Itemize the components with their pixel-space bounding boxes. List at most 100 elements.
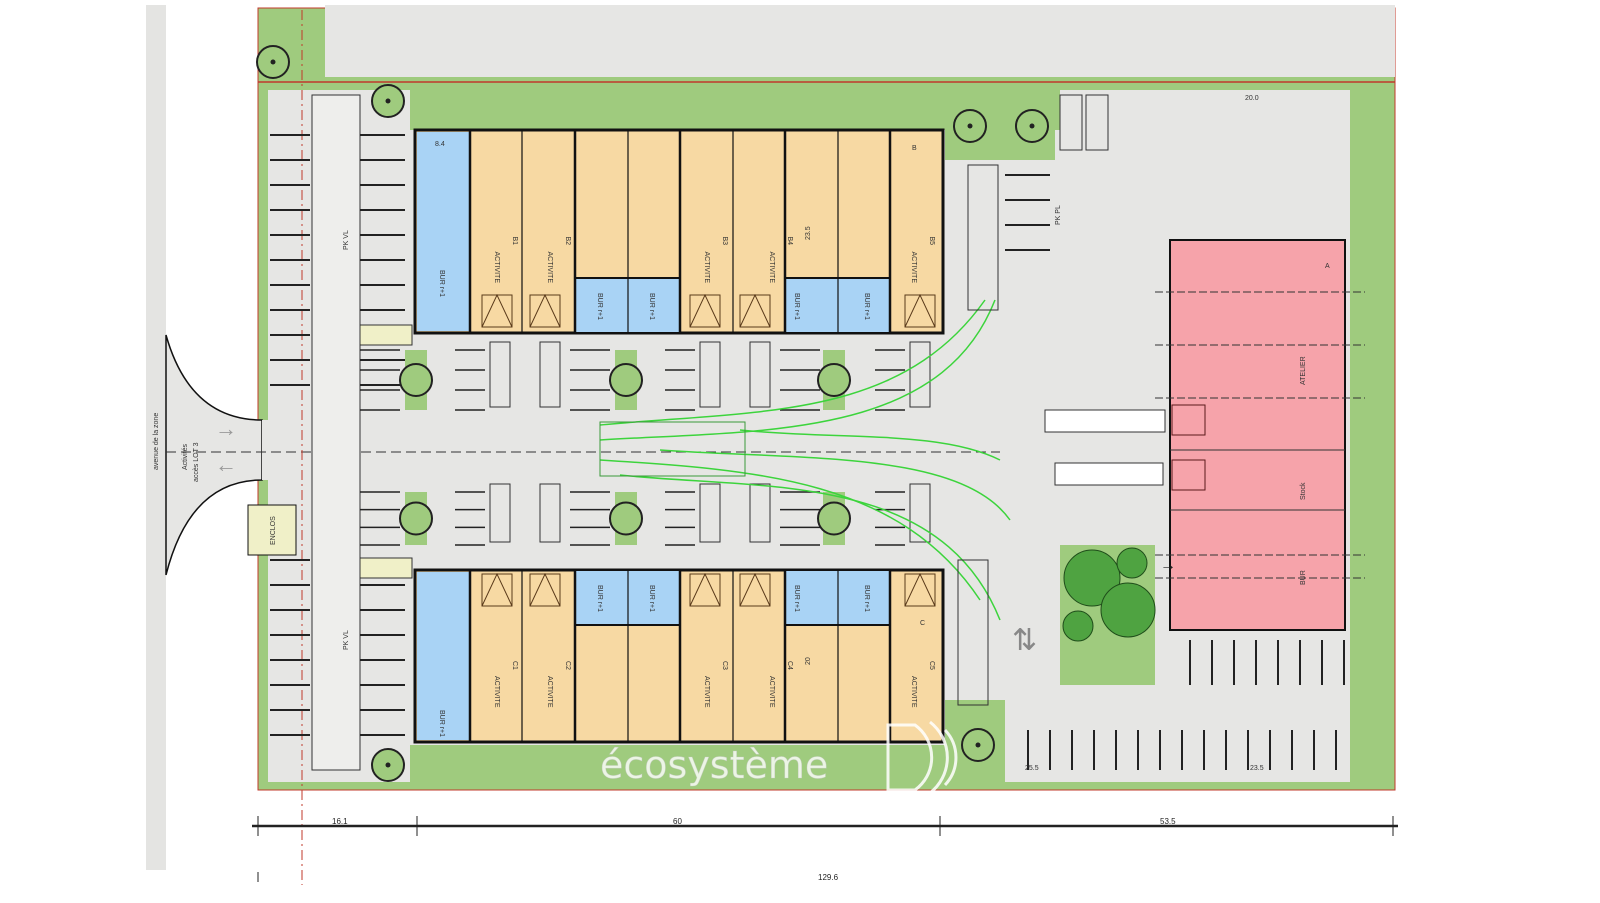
building-a-label: Stock	[1300, 482, 1307, 500]
tree-icon	[817, 363, 851, 397]
office-block	[417, 132, 470, 331]
watermark-logo	[886, 720, 958, 795]
tree-trunk	[270, 59, 276, 65]
office-label: BUR r+1	[648, 293, 655, 320]
truck-turning-paths	[599, 299, 1011, 621]
building-a-label: BUR	[1300, 570, 1307, 585]
unit-id-label: C2	[564, 661, 571, 670]
bottom-right-dim: 25.5	[1025, 765, 1039, 772]
office-label: BUR r+1	[438, 710, 445, 737]
dim-segment-2: 60	[673, 817, 682, 826]
arrow-out-icon: ←	[215, 452, 237, 477]
dim-segment-3: 53.5	[1160, 817, 1176, 826]
office-label: BUR r+1	[648, 585, 655, 612]
left-parking	[270, 94, 413, 771]
office-label: BUR r+1	[438, 270, 445, 297]
tree-trunk	[385, 98, 391, 104]
unit-id-label: C4	[786, 661, 793, 670]
bin-enclosure	[1059, 94, 1083, 151]
bottom-right-dim: 23.5	[1250, 765, 1264, 772]
truck-bay	[539, 341, 561, 408]
loading-door-mark	[904, 293, 936, 328]
building-b: ACTIVITEB1ACTIVITEB2ACTIVITEB3ACTIVITEB4…	[413, 128, 945, 335]
tree-icon	[817, 501, 851, 536]
tree-icon	[609, 501, 643, 536]
loading-door-mark	[481, 293, 513, 328]
tree-trunk	[975, 742, 981, 748]
watermark-text: écosystème	[600, 743, 828, 787]
two-way-arrow-icon: ⇅	[1012, 624, 1037, 657]
inner-parking	[360, 341, 931, 546]
green-strip-right	[1350, 90, 1363, 782]
right-parking	[1005, 174, 1345, 770]
unit-use-label: ACTIVITE	[910, 676, 917, 708]
unit-id-label: C3	[721, 661, 728, 670]
unit-id-label: B2	[564, 237, 571, 246]
loading-door-mark	[529, 293, 561, 328]
truck-bay	[539, 483, 561, 543]
office-label: BUR r+1	[596, 585, 603, 612]
dock-door	[1171, 459, 1206, 491]
tree-trunk	[1029, 123, 1035, 129]
truck-bay	[749, 483, 771, 543]
unit-id-label: C1	[511, 661, 518, 670]
parking-label: PK VL	[343, 230, 350, 250]
green-strip-bottom	[410, 745, 950, 782]
loading-door-mark	[689, 572, 721, 607]
tree-trunk	[967, 123, 973, 129]
neighbor-plot	[325, 5, 1395, 77]
building-a-label: ATELIER	[1300, 356, 1307, 385]
unit-use-label: ACTIVITE	[546, 252, 553, 284]
building-a-letter: A	[1325, 263, 1330, 270]
loading-door-mark	[739, 293, 771, 328]
truck-bay	[699, 341, 721, 408]
truck-bay	[489, 341, 511, 408]
truck-maneuver-zone	[599, 421, 746, 477]
truck-parking-label: PK PL	[1055, 205, 1062, 225]
truck-dock-bottom	[957, 559, 989, 706]
unit-use-label: ACTIVITE	[703, 676, 710, 708]
top-right-dim: 20.0	[1245, 95, 1259, 102]
unit-use-label: ACTIVITE	[910, 252, 917, 284]
office-label: BUR r+1	[793, 293, 800, 320]
office-label: BUR r+1	[863, 585, 870, 612]
parking-label-lower: PK VL	[343, 630, 350, 650]
access-label: accès LOT 3	[193, 442, 200, 482]
trees	[256, 45, 1049, 782]
parking-aisle	[311, 94, 361, 771]
entry-arrow-icon: →	[1160, 557, 1176, 574]
unit-use-label: ACTIVITE	[493, 676, 500, 708]
truck-bay	[909, 341, 931, 408]
tree-cluster-icon	[1062, 547, 1156, 642]
unit-id-label: B5	[928, 237, 935, 246]
building-c-letter: C	[920, 620, 925, 627]
building-b-dim: 8.4	[435, 141, 445, 148]
building-b-depth: 23.5	[805, 226, 812, 240]
unit-use-label: ACTIVITE	[768, 676, 775, 708]
unit-use-label: ACTIVITE	[768, 252, 775, 284]
building-c-depth: 20	[805, 657, 812, 665]
loading-door-mark	[739, 572, 771, 607]
office-label: BUR r+1	[596, 293, 603, 320]
loading-door-mark	[689, 293, 721, 328]
truck-dock-top	[967, 164, 999, 311]
truck-bay	[749, 341, 771, 408]
truck-bay	[909, 483, 931, 543]
planter	[359, 557, 413, 579]
building-a-grid	[1155, 291, 1365, 579]
tree-icon	[399, 363, 433, 397]
unit-id-label: B4	[786, 237, 793, 246]
truck	[1044, 409, 1166, 433]
watermark-logo-letter: D	[1000, 879, 1001, 881]
office-label: BUR r+1	[863, 293, 870, 320]
enclosure-label: ENCLOS	[270, 516, 277, 545]
enclosure	[247, 504, 297, 556]
unit-use-label: ACTIVITE	[493, 252, 500, 284]
access-sub-label: Activités	[182, 443, 189, 470]
dim-total: 129.6	[818, 873, 839, 882]
loading-door-mark	[529, 572, 561, 607]
street-strip	[146, 5, 166, 870]
unit-id-label: B3	[721, 237, 728, 246]
